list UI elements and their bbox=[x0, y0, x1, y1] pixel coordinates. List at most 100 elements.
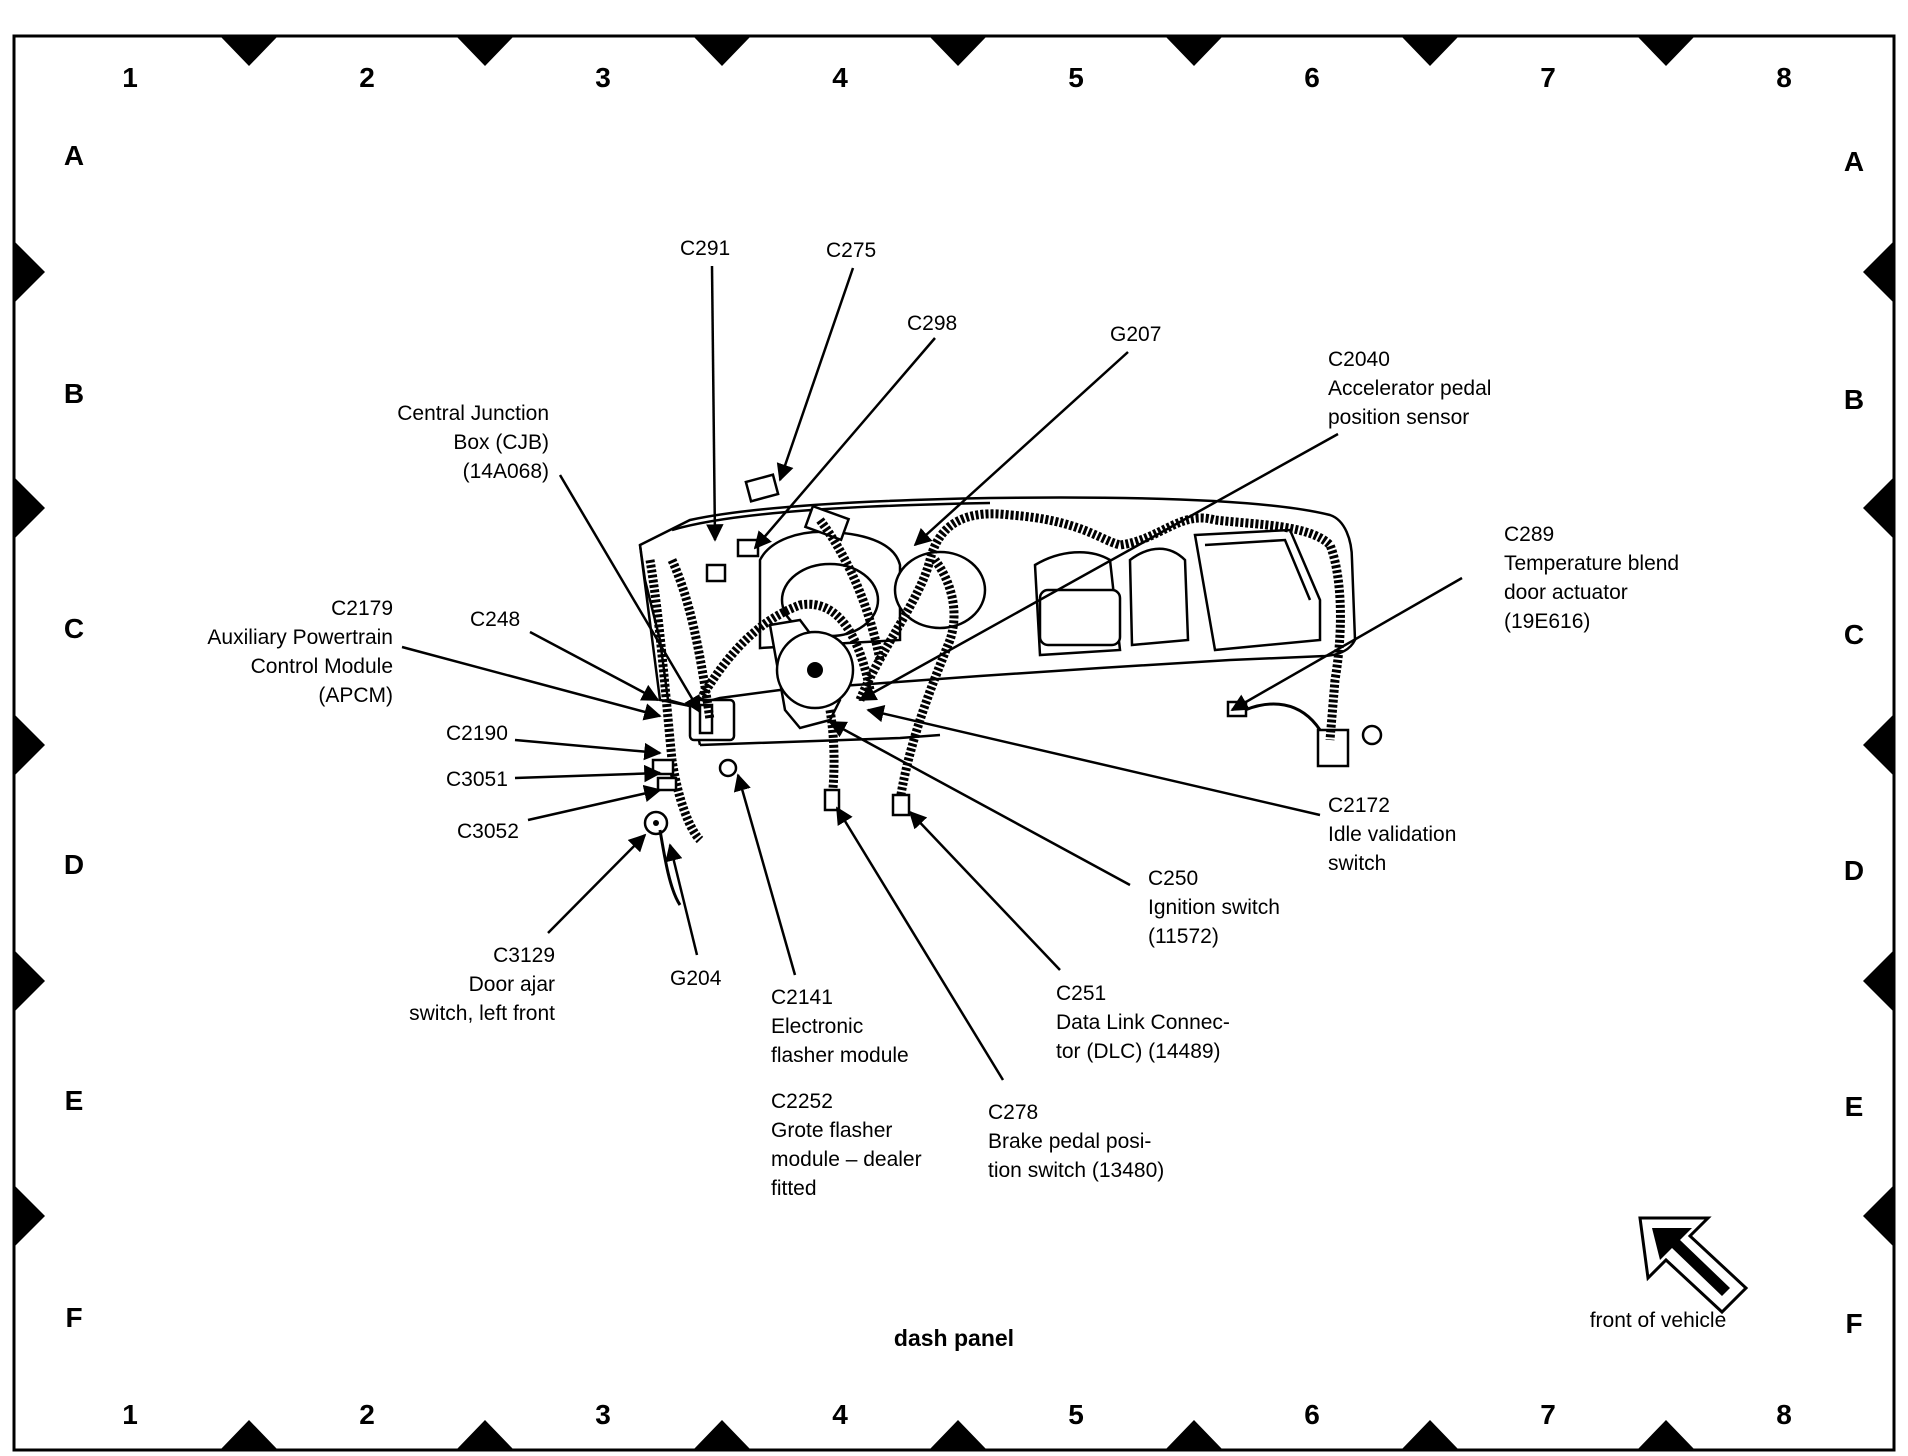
label-c248: C248 bbox=[470, 608, 520, 631]
column-label-bottom: 2 bbox=[359, 1399, 375, 1430]
label-g204: G204 bbox=[670, 967, 722, 990]
callout-line: (11572) bbox=[1148, 925, 1219, 948]
column-label-top: 7 bbox=[1540, 62, 1556, 93]
grid-marker-top bbox=[694, 37, 750, 66]
row-label-left: D bbox=[64, 849, 84, 880]
callout-line: Temperature blend bbox=[1504, 552, 1679, 575]
callout-line: Grote flasher bbox=[771, 1119, 892, 1142]
callout-line: (19E616) bbox=[1504, 610, 1590, 633]
callout-line: switch, left front bbox=[409, 1002, 555, 1025]
column-label-top: 5 bbox=[1068, 62, 1084, 93]
grid-marker-top bbox=[1166, 37, 1222, 66]
row-label-right: C bbox=[1844, 619, 1864, 650]
column-label-bottom: 4 bbox=[832, 1399, 848, 1430]
callout-line: G204 bbox=[670, 967, 722, 990]
column-label-top: 4 bbox=[832, 62, 848, 93]
callout-line: (APCM) bbox=[318, 684, 393, 707]
callout-line: tion switch (13480) bbox=[988, 1159, 1164, 1182]
front-of-vehicle-arrow-icon bbox=[1638, 1216, 1749, 1315]
column-label-bottom: 5 bbox=[1068, 1399, 1084, 1430]
grid-marker-top bbox=[1638, 37, 1694, 66]
diagram-title: dash panel bbox=[894, 1325, 1014, 1351]
column-label-bottom: 6 bbox=[1304, 1399, 1320, 1430]
label-g207: G207 bbox=[1110, 323, 1161, 346]
label-c3052: C3052 bbox=[457, 820, 519, 843]
callout-line: C3129 bbox=[493, 944, 555, 967]
grid-marker-right bbox=[1863, 242, 1893, 302]
callout-leaders bbox=[401, 265, 1463, 1081]
column-label-bottom: 7 bbox=[1540, 1399, 1556, 1430]
callout-line: Electronic bbox=[771, 1015, 863, 1038]
column-label-top: 2 bbox=[359, 62, 375, 93]
row-label-left: B bbox=[64, 378, 84, 409]
row-label-right: B bbox=[1844, 384, 1864, 415]
label-c3051: C3051 bbox=[446, 768, 508, 791]
grid-marker-right bbox=[1863, 1186, 1893, 1246]
callout-line: Central Junction bbox=[397, 402, 549, 425]
callout-line: Auxiliary Powertrain bbox=[207, 626, 393, 649]
callout-line: Ignition switch bbox=[1148, 896, 1280, 919]
grid-marker-top bbox=[1402, 37, 1458, 66]
callout-line: G207 bbox=[1110, 323, 1161, 346]
callout-line: Box (CJB) bbox=[453, 431, 549, 454]
column-label-bottom: 1 bbox=[122, 1399, 138, 1430]
front-of-vehicle-label: front of vehicle bbox=[1590, 1309, 1727, 1332]
row-label-right: D bbox=[1844, 855, 1864, 886]
grid-marker-left bbox=[15, 478, 45, 538]
grid-marker-top bbox=[930, 37, 986, 66]
callout-line: Door ajar bbox=[469, 973, 555, 996]
label-c291: C291 bbox=[680, 237, 730, 260]
grid-marker-right bbox=[1863, 478, 1893, 538]
callout-line: C251 bbox=[1056, 982, 1106, 1005]
column-label-bottom: 3 bbox=[595, 1399, 611, 1430]
callout-line: door actuator bbox=[1504, 581, 1628, 604]
label-c298: C298 bbox=[907, 312, 957, 335]
callout-line: Control Module bbox=[251, 655, 393, 678]
diagram-frame bbox=[12, 34, 1896, 1452]
callout-line: (14A068) bbox=[463, 460, 549, 483]
callout-line: C298 bbox=[907, 312, 957, 335]
callout-line: Accelerator pedal bbox=[1328, 377, 1491, 400]
grid-marker-bottom bbox=[1402, 1420, 1458, 1449]
row-label-right: F bbox=[1845, 1308, 1862, 1339]
grid-marker-top bbox=[457, 37, 513, 66]
callout-line: C248 bbox=[470, 608, 520, 631]
callout-line: Data Link Connec- bbox=[1056, 1011, 1230, 1034]
dash-panel-drawing bbox=[638, 473, 1383, 906]
callout-line: flasher module bbox=[771, 1044, 909, 1067]
column-label-bottom: 8 bbox=[1776, 1399, 1792, 1430]
callout-line: C275 bbox=[826, 239, 876, 262]
label-c2190: C2190 bbox=[446, 722, 508, 745]
grid-marker-right bbox=[1863, 951, 1893, 1011]
callout-line: C2252 bbox=[771, 1090, 833, 1113]
callout-line: module – dealer bbox=[771, 1148, 922, 1171]
callout-line: fitted bbox=[771, 1177, 817, 1200]
grid-marker-top bbox=[221, 37, 277, 66]
callout-line: C2040 bbox=[1328, 348, 1390, 371]
grid-marker-left bbox=[15, 242, 45, 302]
column-label-top: 6 bbox=[1304, 62, 1320, 93]
callout-line: C2141 bbox=[771, 986, 833, 1009]
row-label-right: E bbox=[1845, 1091, 1864, 1122]
row-label-left: F bbox=[65, 1302, 82, 1333]
grid-markers bbox=[15, 37, 1893, 1449]
callout-line: C278 bbox=[988, 1101, 1038, 1124]
callout-line: Brake pedal posi- bbox=[988, 1130, 1151, 1153]
grid-marker-bottom bbox=[457, 1420, 513, 1449]
callout-line: Idle validation bbox=[1328, 823, 1456, 846]
callout-line: tor (DLC) (14489) bbox=[1056, 1040, 1221, 1063]
callout-line: C3051 bbox=[446, 768, 508, 791]
column-label-top: 1 bbox=[122, 62, 138, 93]
callout-line: C291 bbox=[680, 237, 730, 260]
row-label-left: A bbox=[64, 140, 84, 171]
